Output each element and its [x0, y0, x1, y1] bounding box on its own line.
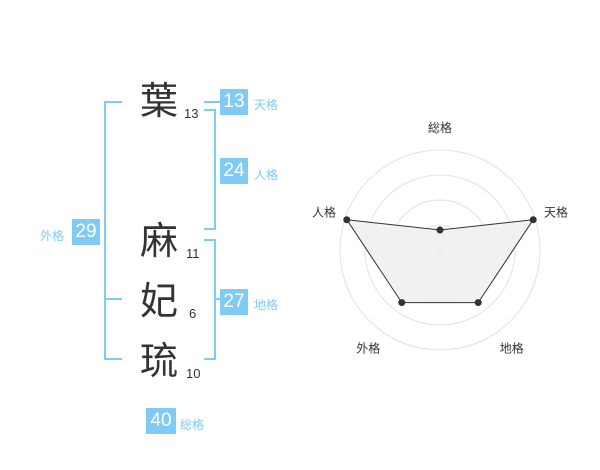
soukaku-label: 総格: [180, 418, 205, 432]
stroke-count-2: 11: [186, 246, 200, 261]
stroke-count-3: 6: [189, 306, 197, 321]
name-char-4: 琉: [140, 339, 179, 383]
radar-axis-label-3: 地格: [500, 341, 524, 356]
jinkaku-value-box: 24: [220, 158, 248, 184]
chikaku-bracket: [204, 239, 216, 360]
name-char-3: 妃: [140, 279, 179, 323]
soukaku-value-box: 40: [146, 408, 176, 434]
radar-point-3: [474, 299, 482, 307]
jinkaku-label: 人格: [254, 168, 279, 182]
radar-point-4: [398, 299, 406, 307]
radar-axis-label-2: 天格: [544, 204, 568, 219]
tenkaku-tick: [204, 101, 220, 103]
radar-grid-ring: [364, 174, 516, 326]
stroke-count-4: 10: [186, 366, 201, 381]
radar-data-area: [345, 219, 535, 304]
chikaku-value-box: 27: [220, 289, 248, 315]
radar-axis-label-1: 総格: [428, 120, 452, 135]
name-char-2: 麻: [140, 219, 179, 263]
gaikaku-bracket: [104, 101, 122, 360]
radar-grid-ring: [339, 149, 541, 351]
radar-point-2: [529, 216, 537, 224]
radar-point-5: [343, 216, 351, 224]
chikaku-label: 地格: [254, 298, 279, 312]
jinkaku-bracket: [204, 109, 216, 230]
stroke-count-1: 13: [184, 106, 199, 121]
radar-axis-label-5: 人格: [312, 204, 336, 219]
radar-point-1: [436, 226, 444, 234]
gaikaku-label: 外格: [40, 229, 65, 243]
gaikaku-bracket-tick: [104, 298, 122, 300]
radar-axis-label-4: 外格: [356, 341, 380, 356]
gaikaku-value-box: 29: [72, 219, 100, 245]
name-char-1: 葉: [140, 79, 179, 123]
chikaku-bracket-tick: [216, 298, 222, 300]
tenkaku-value-box: 13: [220, 89, 248, 115]
tenkaku-label: 天格: [254, 98, 279, 112]
